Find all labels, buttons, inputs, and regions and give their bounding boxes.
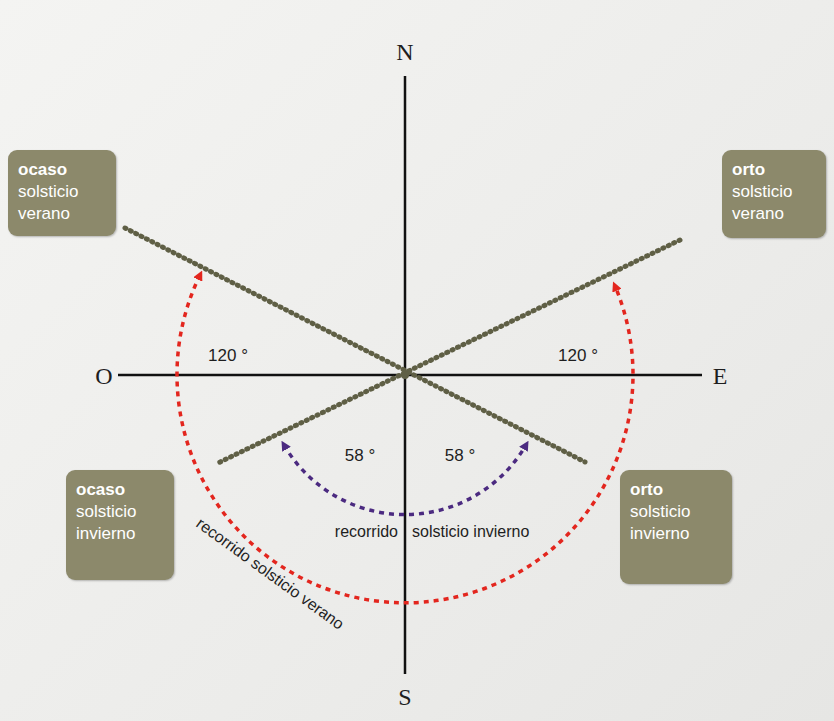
box-heading: orto: [630, 479, 722, 501]
place-box: ortosolsticio verano: [722, 150, 826, 238]
box-heading: ocaso: [76, 479, 164, 501]
box-heading: orto: [732, 159, 816, 181]
box-text: solsticio invierno: [76, 501, 164, 545]
angle-label: 120 °: [558, 346, 598, 366]
path-label: solsticio invierno: [412, 523, 529, 541]
compass-point: O: [95, 363, 112, 390]
box-heading: ocaso: [18, 159, 106, 181]
path-label: recorrido: [335, 523, 398, 541]
summer-sunset-line: [125, 228, 585, 462]
place-box: ortosolsticio invierno: [620, 470, 732, 584]
box-text: solsticio invierno: [630, 501, 722, 545]
place-box: ocasosolsticio verano: [8, 150, 116, 236]
compass-point: S: [398, 684, 411, 711]
place-box: ocasosolsticio invierno: [66, 470, 174, 580]
summer-sunrise-line: [218, 240, 680, 463]
box-text: solsticio verano: [18, 181, 106, 225]
box-text: solsticio verano: [732, 181, 816, 225]
angle-label: 120 °: [208, 346, 248, 366]
path-label: recorrido solsticio verano: [193, 514, 347, 633]
winter-path-arc: [284, 445, 526, 515]
angle-label: 58 °: [345, 446, 375, 466]
centre-dot: [401, 371, 409, 379]
angle-label: 58 °: [445, 446, 475, 466]
compass-point: E: [713, 363, 728, 390]
compass-point: N: [396, 39, 413, 66]
